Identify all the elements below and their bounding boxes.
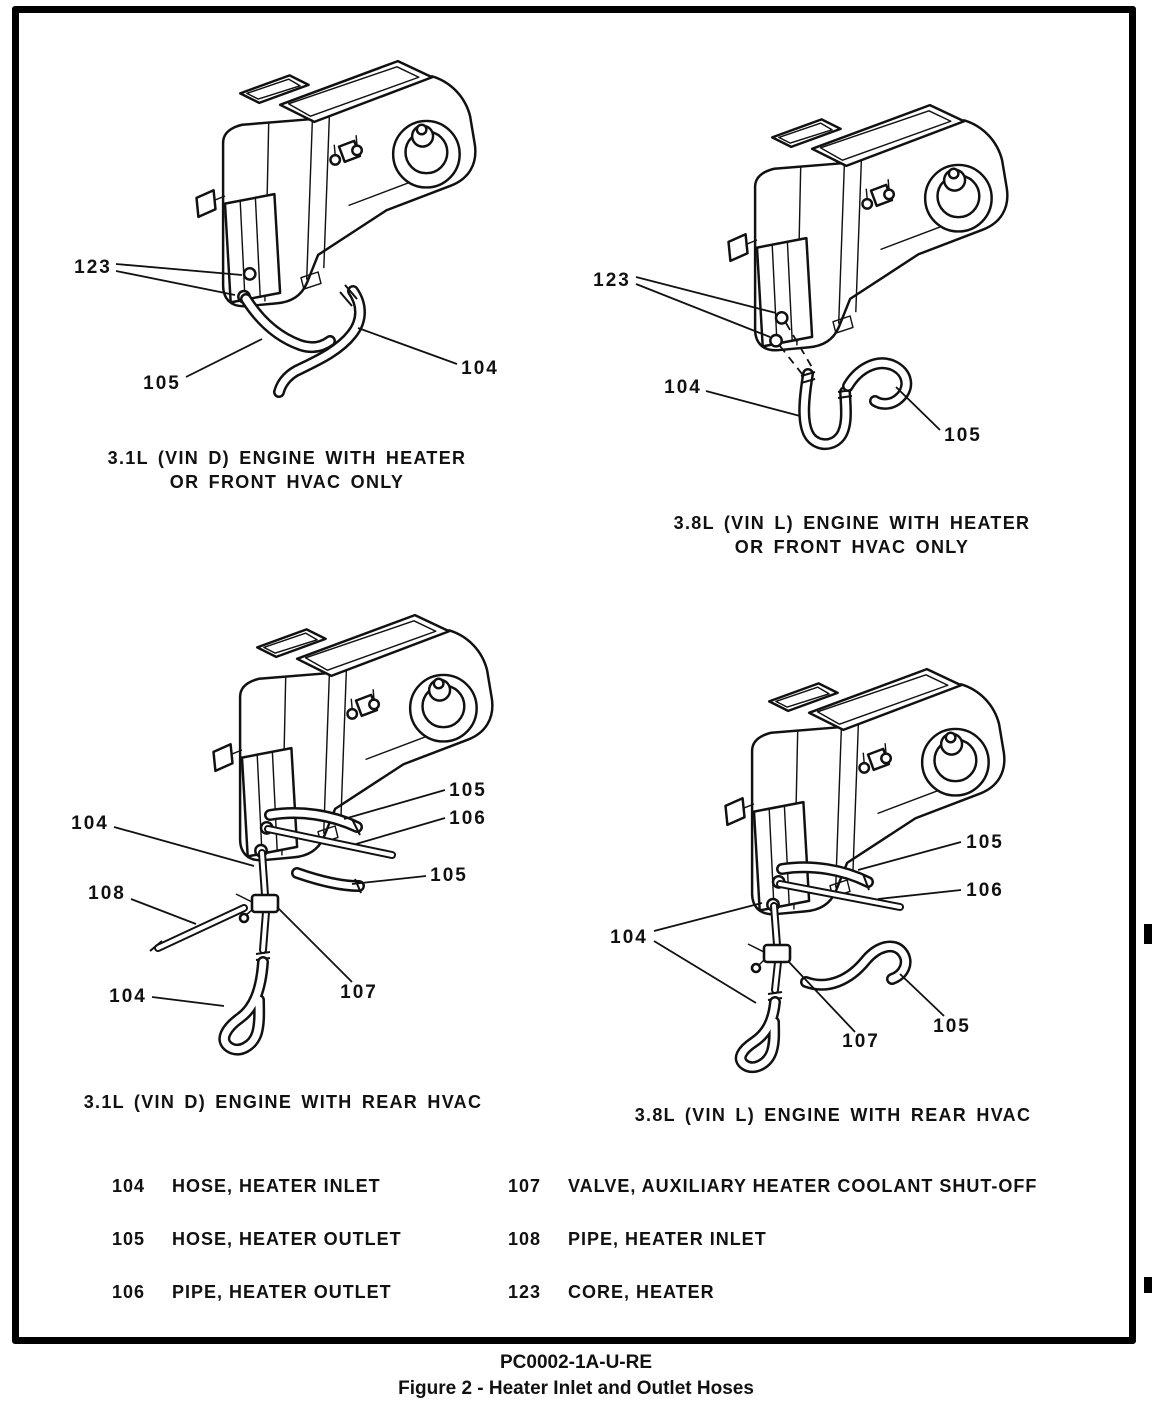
- callout-105: 105: [449, 780, 487, 801]
- callout-106: 106: [449, 808, 487, 829]
- callout-107: 107: [340, 982, 378, 1003]
- legend-number: 123: [508, 1282, 542, 1302]
- legend-item-105: 105 HOSE, HEATER OUTLET: [112, 1229, 402, 1250]
- legend-description: HOSE, HEATER OUTLET: [172, 1229, 402, 1249]
- callout-105: 105: [430, 865, 468, 886]
- shutoff-valve-art: [235, 893, 280, 924]
- legend-number: 104: [112, 1176, 146, 1196]
- caption-31l-rear: 3.1L (VIN D) ENGINE WITH REAR HVAC: [84, 1090, 483, 1114]
- legend-item-104: 104 HOSE, HEATER INLET: [112, 1176, 402, 1197]
- page-border: [12, 6, 1136, 1344]
- legend-description: HOSE, HEATER INLET: [172, 1176, 381, 1196]
- hoses-art: [779, 322, 913, 450]
- caption-38l-front: 3.8L (VIN L) ENGINE WITH HEATER OR FRONT…: [674, 511, 1031, 559]
- caption-line-1: 3.1L (VIN D) ENGINE WITH REAR HVAC: [83, 1092, 483, 1112]
- leader-lines: [113, 789, 446, 1007]
- leader-lines: [653, 841, 962, 1033]
- caption-31l-front: 3.1L (VIN D) ENGINE WITH HEATER OR FRONT…: [108, 446, 467, 494]
- callout-108: 108: [88, 883, 126, 904]
- callout-104: 104: [71, 813, 109, 834]
- hoses-art: [734, 861, 912, 1074]
- hvac-unit: [195, 59, 477, 308]
- legend-number: 106: [112, 1282, 146, 1302]
- callout-106: 106: [966, 880, 1004, 901]
- legend-description: VALVE, AUXILIARY HEATER COOLANT SHUT-OFF: [568, 1176, 1038, 1196]
- callout-105: 105: [966, 832, 1004, 853]
- caption-line-2: OR FRONT HVAC ONLY: [169, 472, 405, 492]
- callout-104: 104: [461, 358, 499, 379]
- legend-description: CORE, HEATER: [568, 1282, 715, 1302]
- hoses-art: [149, 807, 396, 1056]
- diagram-38l-rear-art: [653, 667, 1006, 1074]
- caption-38l-rear: 3.8L (VIN L) ENGINE WITH REAR HVAC: [635, 1103, 1032, 1127]
- edge-mark: [1144, 1277, 1152, 1293]
- callout-123: 123: [593, 270, 631, 291]
- callout-107: 107: [842, 1031, 880, 1052]
- legend-number: 107: [508, 1176, 542, 1196]
- callout-104: 104: [109, 986, 147, 1007]
- leader-lines: [635, 276, 941, 431]
- caption-line-2: OR FRONT HVAC ONLY: [734, 537, 970, 557]
- callout-104: 104: [610, 927, 648, 948]
- caption-line-1: 3.8L (VIN L) ENGINE WITH REAR HVAC: [634, 1105, 1032, 1125]
- legend-item-106: 106 PIPE, HEATER OUTLET: [112, 1282, 402, 1303]
- legend-item-107: 107 VALVE, AUXILIARY HEATER COOLANT SHUT…: [508, 1176, 1037, 1197]
- callout-105: 105: [143, 373, 181, 394]
- leader-lines: [115, 263, 458, 378]
- callout-105: 105: [944, 425, 982, 446]
- shutoff-valve-art: [747, 943, 792, 974]
- edge-mark: [1144, 924, 1152, 944]
- legend-right-column: 107 VALVE, AUXILIARY HEATER COOLANT SHUT…: [508, 1176, 1037, 1303]
- figure-caption: Figure 2 - Heater Inlet and Outlet Hoses: [398, 1378, 754, 1399]
- legend-description: PIPE, HEATER INLET: [568, 1229, 767, 1249]
- legend-item-123: 123 CORE, HEATER: [508, 1282, 1037, 1303]
- hoses-art: [240, 284, 366, 398]
- caption-line-1: 3.8L (VIN L) ENGINE WITH HEATER: [673, 513, 1031, 533]
- diagram-31l-rear-art: [113, 613, 494, 1056]
- caption-line-1: 3.1L (VIN D) ENGINE WITH HEATER: [107, 448, 467, 468]
- legend-description: PIPE, HEATER OUTLET: [172, 1282, 392, 1302]
- figure-code: PC0002-1A-U-RE: [499, 1352, 653, 1373]
- callout-104: 104: [664, 377, 702, 398]
- legend-number: 108: [508, 1229, 542, 1249]
- callout-105: 105: [933, 1016, 971, 1037]
- diagram-38l-front-art: [635, 103, 1009, 450]
- callout-123: 123: [74, 257, 112, 278]
- legend-number: 105: [112, 1229, 146, 1249]
- hvac-unit: [727, 103, 1009, 352]
- diagram-31l-front-art: [115, 59, 477, 398]
- legend-item-108: 108 PIPE, HEATER INLET: [508, 1229, 1037, 1250]
- legend-left-column: 104 HOSE, HEATER INLET 105 HOSE, HEATER …: [112, 1176, 402, 1303]
